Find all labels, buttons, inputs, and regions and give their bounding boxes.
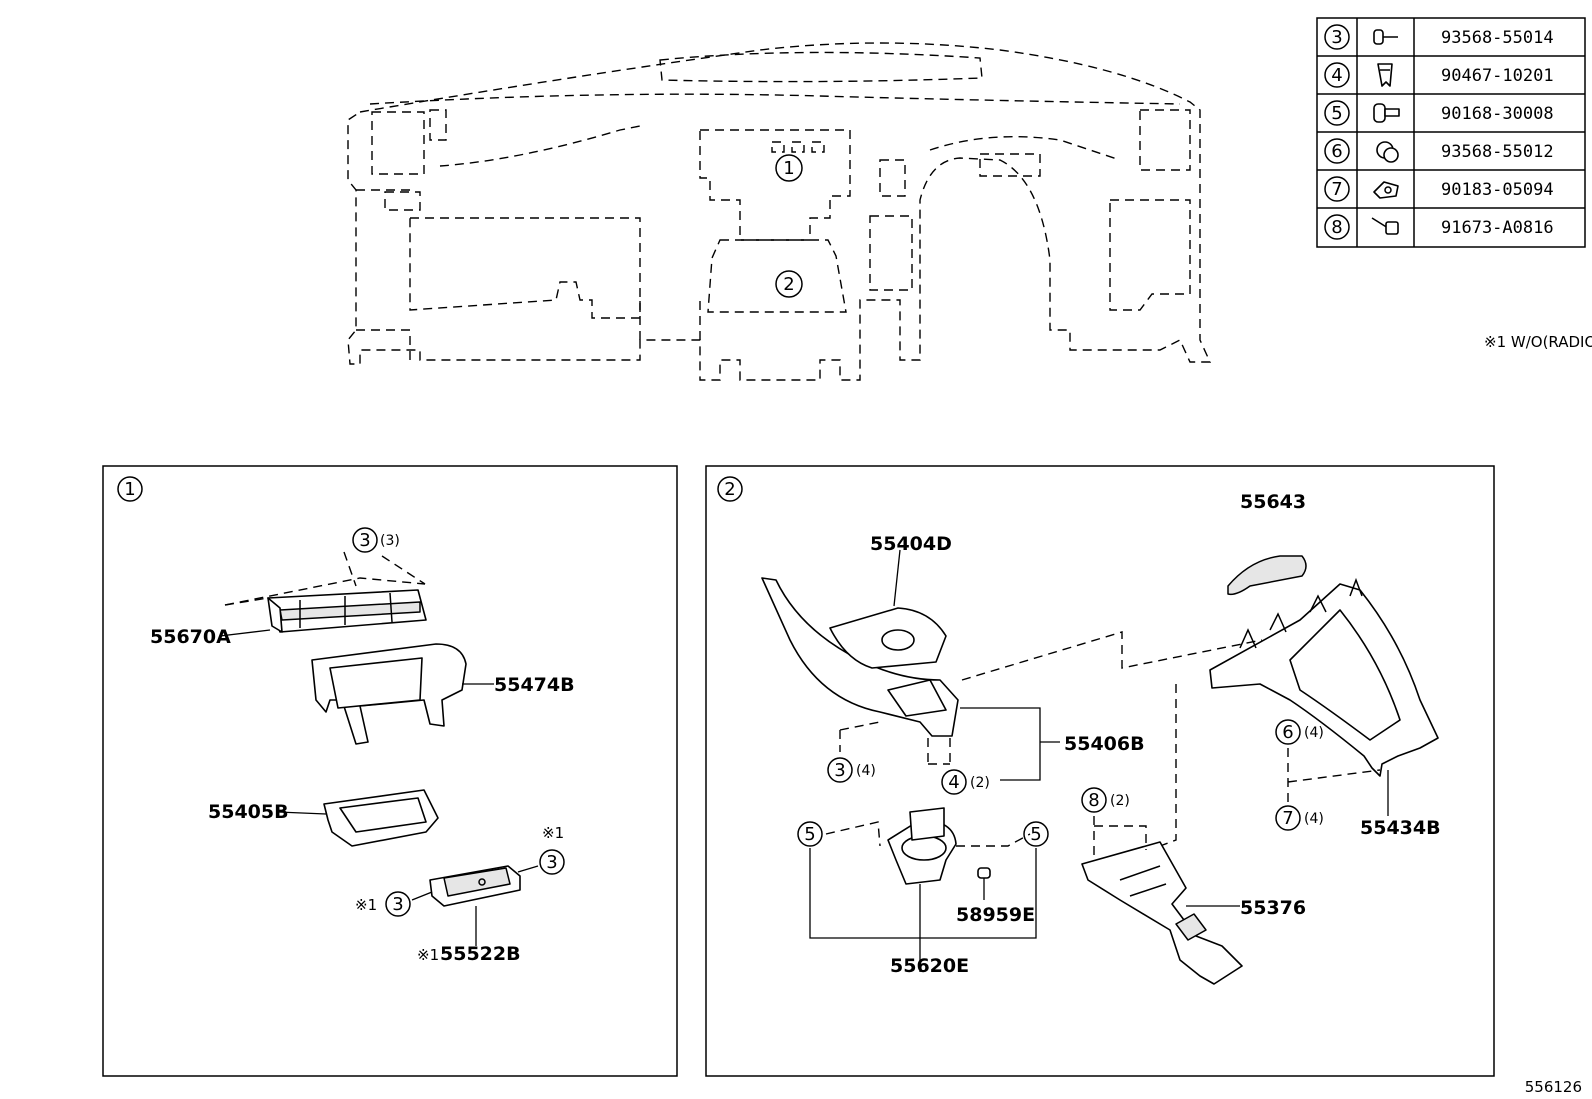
row-ref: 4 <box>1331 65 1342 86</box>
figure-id: 556126 <box>1525 1078 1582 1096</box>
label-55405B: 55405B <box>208 801 289 823</box>
part-number: 93568-55012 <box>1441 142 1554 162</box>
svg-text:(2): (2) <box>970 775 990 791</box>
part-55404D <box>761 577 959 737</box>
detail-panel-2: 2 55404D 55406B 3 (4) 4 (2) <box>705 465 1495 1077</box>
svg-text:1: 1 <box>783 158 794 179</box>
detail-panel-1: 1 55670A 3 (3) 55474B <box>102 465 678 1077</box>
part-number: 90183-05094 <box>1441 180 1554 200</box>
overview-callout-1: 1 <box>775 154 803 182</box>
label-55376: 55376 <box>1240 897 1306 919</box>
callout-3-top: 3 (3) <box>352 527 400 553</box>
callout-4-p2: 4 (2) <box>941 769 990 795</box>
svg-text:(2): (2) <box>1110 793 1130 809</box>
label-55670A: 55670A <box>150 626 231 648</box>
callout-3-right: 3 ※1 <box>517 824 565 875</box>
part-55522B <box>429 865 521 907</box>
part-55474B <box>311 643 467 745</box>
fastener-table: 3 93568-55014 4 90467-10201 5 <box>1316 17 1586 248</box>
nut-clip-icon <box>1373 181 1399 199</box>
row-ref: 3 <box>1331 27 1342 48</box>
label-55474B: 55474B <box>494 674 575 696</box>
label-55404D: 55404D <box>870 533 952 555</box>
callout-3-left: 3 ※1 <box>355 891 433 917</box>
svg-text:(4): (4) <box>1304 725 1324 741</box>
part-number: 91673-A0816 <box>1441 218 1554 238</box>
callout-3-p2: 3 (4) <box>827 757 876 783</box>
row-ref: 6 <box>1331 141 1342 162</box>
svg-text:(4): (4) <box>856 763 876 779</box>
label-55620E: 55620E <box>890 955 969 977</box>
row-ref: 5 <box>1331 103 1342 124</box>
part-55643 <box>1227 555 1307 596</box>
label-55643: 55643 <box>1240 491 1306 513</box>
dashboard-overview <box>347 42 1212 381</box>
screw-icon <box>1373 29 1398 45</box>
svg-text:6: 6 <box>1282 722 1293 743</box>
svg-text:7: 7 <box>1282 808 1293 829</box>
panel-id: 2 <box>724 479 735 500</box>
svg-text:3: 3 <box>392 894 403 915</box>
part-55670A <box>224 551 427 633</box>
screw-icon <box>1376 141 1399 163</box>
svg-text:(3): (3) <box>380 533 400 549</box>
svg-text:(4): (4) <box>1304 811 1324 827</box>
clip-icon <box>1377 63 1393 87</box>
screw-icon <box>1373 103 1400 123</box>
bolt-icon <box>1371 217 1399 235</box>
table-row: 3 93568-55014 <box>1324 24 1554 50</box>
svg-text:2: 2 <box>783 274 794 295</box>
part-number: 93568-55014 <box>1441 28 1554 48</box>
svg-text:3: 3 <box>834 760 845 781</box>
table-row: 8 91673-A0816 <box>1324 214 1554 240</box>
table-row: 5 90168-30008 <box>1324 100 1554 126</box>
svg-text:5: 5 <box>1030 824 1041 845</box>
svg-text:4: 4 <box>948 772 959 793</box>
callout-7-p2: 7 (4) <box>1275 805 1324 831</box>
svg-text:3: 3 <box>359 530 370 551</box>
note-mark: ※1 <box>355 896 377 914</box>
svg-text:3: 3 <box>546 852 557 873</box>
note-mark: ※1 <box>417 946 439 964</box>
callout-8-p2: 8 (2) <box>1081 787 1130 813</box>
label-58959E: 58959E <box>956 904 1035 926</box>
label-55434B: 55434B <box>1360 817 1441 839</box>
callout-5-left: 5 <box>797 821 823 847</box>
part-58959E <box>977 867 991 900</box>
label-55522B: 55522B <box>440 943 521 965</box>
part-number: 90168-30008 <box>1441 104 1554 124</box>
table-row: 6 93568-55012 <box>1324 138 1554 164</box>
part-55434B <box>1209 577 1439 777</box>
table-row: 7 90183-05094 <box>1324 176 1554 202</box>
row-ref: 8 <box>1331 217 1342 238</box>
note-mark: ※1 <box>542 824 564 842</box>
panel-id: 1 <box>124 479 135 500</box>
overview-callout-2: 2 <box>775 270 803 298</box>
row-ref: 7 <box>1331 179 1342 200</box>
footnote: ※1 W/O(RADIO) <box>1484 333 1592 351</box>
part-55376 <box>1081 841 1243 985</box>
part-55620E <box>887 807 957 885</box>
part-number: 90467-10201 <box>1441 66 1554 86</box>
table-row: 4 90467-10201 <box>1324 62 1554 88</box>
svg-text:5: 5 <box>804 824 815 845</box>
svg-text:8: 8 <box>1088 790 1099 811</box>
part-55405B <box>323 789 439 847</box>
callout-5-right: 5 <box>1023 821 1049 847</box>
label-55406B: 55406B <box>1064 733 1145 755</box>
callout-6-p2: 6 (4) <box>1275 719 1324 745</box>
